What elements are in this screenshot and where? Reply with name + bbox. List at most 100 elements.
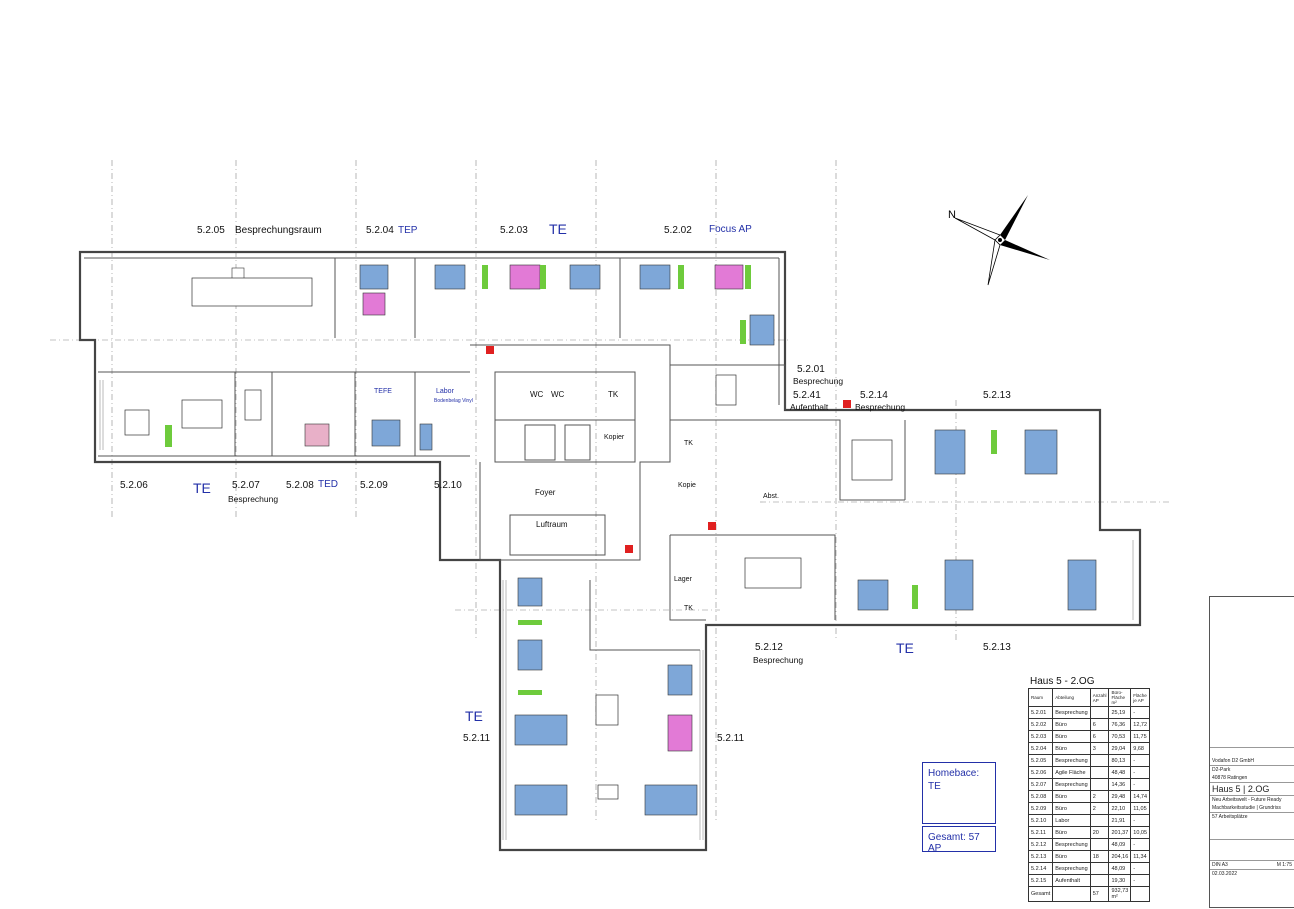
table-cell: - (1130, 838, 1151, 851)
table-cell: 10,05 (1130, 826, 1151, 839)
room-tag-5-2-08: TED (318, 479, 338, 490)
table-cell: 5.2.06 (1027, 766, 1054, 779)
table-cell: 76,36 (1108, 718, 1132, 731)
header-cell: Büro-Fläche m² (1108, 688, 1132, 707)
table-cell: 11,75 (1130, 730, 1151, 743)
table-cell: 6 (1089, 730, 1110, 743)
room-number-5-2-14: 5.2.14 (860, 390, 888, 401)
table-cell: 5.2.02 (1027, 718, 1054, 731)
location-line-1: D2-Park (1212, 767, 1231, 773)
room-number-5-2-06: 5.2.06 (120, 480, 148, 491)
table-cell: 5.2.12 (1027, 838, 1054, 851)
title-block: Vodafon D2 GmbH D2-Park 40878 Ratingen H… (1209, 596, 1294, 908)
compass-icon: N (948, 195, 1050, 286)
room-name-5-2-01: Besprechung (793, 376, 844, 386)
room-number-5-2-08: 5.2.08 (286, 480, 314, 491)
date-value: 02.03.2022 (1212, 871, 1238, 877)
total-cell (1052, 886, 1091, 902)
room-number-5-2-01: 5.2.01 (797, 364, 825, 375)
table-cell: Besprechung (1052, 778, 1091, 791)
table-cell: Büro (1052, 718, 1091, 731)
svg-text:N: N (948, 209, 956, 221)
room-number-5-2-05: 5.2.05 (197, 225, 225, 236)
location-line-2: 40878 Ratingen (1210, 774, 1294, 783)
room-name-5-2-05: Besprechungsraum (235, 225, 322, 236)
header-cell: Raum (1027, 688, 1054, 707)
table-cell: 204,16 (1108, 850, 1132, 863)
table-cell: 201,37 (1108, 826, 1132, 839)
table-cell: 14,36 (1108, 778, 1132, 791)
table-cell: Besprechung (1052, 754, 1091, 767)
table-cell: Büro (1052, 826, 1091, 839)
format-value: DIN A3 (1212, 862, 1228, 868)
table-cell: 21,91 (1108, 814, 1132, 827)
table-cell: 20 (1089, 826, 1110, 839)
table-cell: 11,34 (1130, 850, 1151, 863)
table-cell: 80,13 (1108, 754, 1132, 767)
total-cell: 57 (1089, 886, 1110, 902)
table-cell: Büro (1052, 742, 1091, 755)
table-cell: Labor (1052, 814, 1091, 827)
tefe-label: TEFE (374, 388, 392, 395)
table-cell: 19,30 (1108, 874, 1132, 887)
project-line-2: Machbarkeitsstudie | Grundriss (1210, 804, 1294, 813)
foyer-label: Foyer (535, 488, 556, 497)
client-name: Vodafon D2 GmbH (1210, 748, 1294, 766)
table-cell: 29,04 (1108, 742, 1132, 755)
wc-label-1: WC (530, 390, 544, 399)
table-cell: Besprechung (1052, 838, 1091, 851)
table-cell: - (1130, 778, 1151, 791)
table-cell (1089, 838, 1110, 851)
gesamt-box: Gesamt: 57 AP (922, 826, 996, 854)
table-cell: 6 (1089, 718, 1110, 731)
table-cell: - (1130, 754, 1151, 767)
room-name-5-2-14: Besprechung (855, 402, 906, 412)
room-number-5-2-03: 5.2.03 (500, 225, 528, 236)
desks (231, 264, 1097, 816)
table-cell: 22,10 (1108, 802, 1132, 815)
green-panels (165, 265, 997, 695)
luftraum-label: Luftraum (536, 520, 568, 529)
table-cell: 5.2.09 (1027, 802, 1054, 815)
table-title: Haus 5 - 2.OG (1030, 676, 1095, 687)
table-cell: 5.2.04 (1027, 742, 1054, 755)
table-cell: - (1130, 766, 1151, 779)
table-cell (1089, 754, 1110, 767)
table-cell: Büro (1052, 730, 1091, 743)
room-name-5-2-12: Besprechung (753, 655, 804, 665)
table-cell: Büro (1052, 790, 1091, 803)
abst-label: Abst. (763, 493, 779, 500)
table-cell: 48,48 (1108, 766, 1132, 779)
room-number-5-2-11-right: 5.2.11 (717, 733, 745, 744)
header-cell: Anzahl AP (1089, 688, 1110, 707)
table-cell (1089, 862, 1110, 875)
room-name-5-2-07: Besprechung (228, 494, 279, 504)
tk-label-1: TK (608, 390, 619, 399)
room-name-5-2-41: Aufenthalt (790, 402, 829, 412)
table-cell: 11,05 (1130, 802, 1151, 815)
room-area-table: Raum Abteilung Anzahl AP Büro-Fläche m² … (1027, 688, 1151, 902)
table-cell (1089, 778, 1110, 791)
outer-walls (78, 250, 1142, 852)
table-cell (1089, 766, 1110, 779)
table-cell: 12,72 (1130, 718, 1151, 731)
table-cell: 25,19 (1108, 706, 1132, 719)
table-cell: 5.2.01 (1027, 706, 1054, 719)
gesamt-label: Gesamt: 57 AP (928, 832, 980, 854)
room-tag-5-2-06: TE (193, 480, 211, 496)
table-cell: 14,74 (1130, 790, 1151, 803)
table-cell: 5.2.07 (1027, 778, 1054, 791)
table-cell: 29,48 (1108, 790, 1132, 803)
kopie-label: Kopie (678, 482, 696, 489)
table-cell: Aufenthalt (1052, 874, 1091, 887)
room-number-5-2-09: 5.2.09 (360, 480, 388, 491)
tk-label-3: TK (684, 605, 693, 612)
total-cell (1130, 886, 1151, 902)
table-cell: 5.2.08 (1027, 790, 1054, 803)
company-block (1210, 840, 1294, 861)
